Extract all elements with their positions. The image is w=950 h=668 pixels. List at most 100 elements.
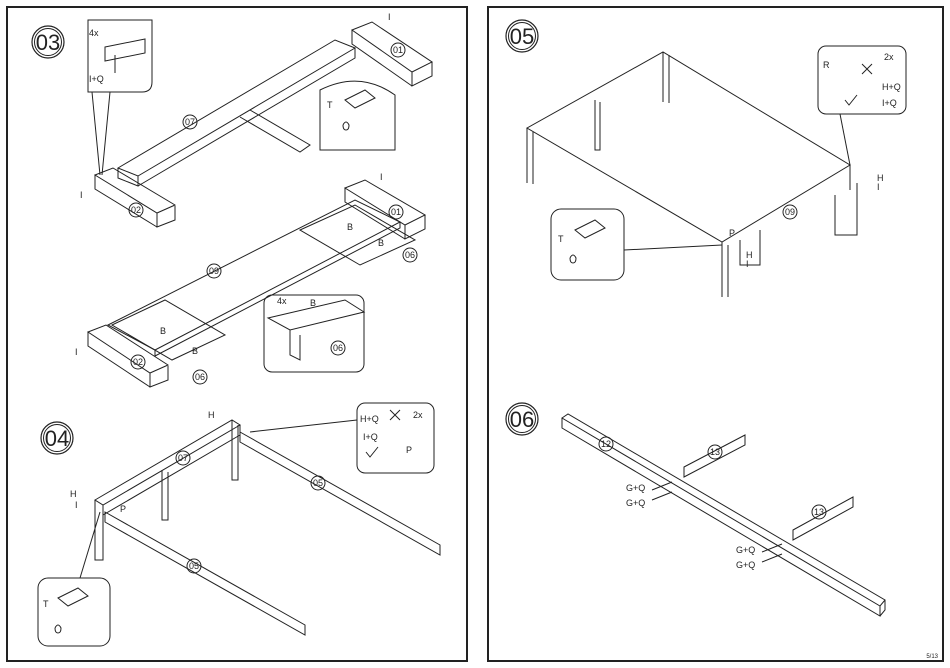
- part-badge-02: [128, 202, 144, 218]
- svg-text:G+Q: G+Q: [736, 560, 755, 570]
- svg-text:02: 02: [131, 205, 141, 215]
- slat-13-a: [683, 434, 746, 478]
- hardware-label: I: [80, 190, 83, 200]
- svg-text:I: I: [380, 172, 383, 182]
- frame-legs: [526, 52, 851, 297]
- hardware-label: I: [388, 12, 391, 22]
- panel-06-a: [298, 204, 417, 266]
- step-panel-left: [6, 6, 468, 662]
- part-badge-07: [175, 450, 191, 466]
- hand-icon: [344, 89, 376, 109]
- step-05: 05 09 H I H I P 2x R H+Q I+Q T: [505, 19, 907, 297]
- tool-label: T: [327, 100, 333, 110]
- step-04: 04 07 05 05 H H I P 2x H+Q I+Q P T: [37, 402, 441, 647]
- part-badge-07: [182, 114, 198, 130]
- part-badge-01: [390, 42, 406, 58]
- leg-01: [350, 21, 433, 87]
- svg-text:09: 09: [785, 207, 795, 217]
- svg-text:G+Q: G+Q: [736, 545, 755, 555]
- detail-callout-box: [817, 45, 907, 115]
- svg-text:05: 05: [313, 478, 323, 488]
- svg-text:G+Q: G+Q: [626, 483, 645, 493]
- svg-text:B: B: [192, 346, 198, 356]
- slat-13-b: [792, 496, 854, 541]
- svg-text:06: 06: [195, 372, 205, 382]
- leg-02-b: [86, 324, 170, 388]
- tool-callout: [550, 208, 625, 281]
- svg-text:T: T: [558, 234, 564, 244]
- svg-text:06: 06: [405, 250, 415, 260]
- part-badge-12: [598, 436, 614, 452]
- svg-text:I+Q: I+Q: [363, 432, 378, 442]
- part-badge-01: [388, 204, 404, 220]
- rail-12: [561, 413, 886, 617]
- leg: [231, 420, 239, 481]
- svg-text:09: 09: [209, 266, 219, 276]
- quantity-label: 4x: [89, 28, 99, 38]
- detail-callout-box: [356, 402, 435, 474]
- leg: [94, 500, 104, 561]
- drop-icon: [54, 624, 62, 634]
- svg-text:H: H: [208, 410, 215, 420]
- svg-text:I: I: [75, 500, 78, 510]
- part-badge-02: [130, 354, 146, 370]
- rail-07: [116, 39, 357, 187]
- step-05-badge: [505, 19, 539, 53]
- svg-text:01: 01: [391, 207, 401, 217]
- svg-text:T: T: [43, 599, 49, 609]
- hardware-label: I+Q: [89, 74, 104, 84]
- svg-text:H+Q: H+Q: [360, 414, 379, 424]
- svg-text:2x: 2x: [884, 52, 894, 62]
- svg-text:07: 07: [185, 117, 195, 127]
- svg-text:R: R: [823, 60, 830, 70]
- svg-text:13: 13: [710, 447, 720, 457]
- svg-text:07: 07: [178, 453, 188, 463]
- svg-text:I: I: [75, 347, 78, 357]
- svg-text:B: B: [160, 326, 166, 336]
- part-badge-06: [192, 369, 208, 385]
- step-03-number: 03: [36, 30, 60, 55]
- svg-text:H: H: [746, 250, 753, 260]
- leg-01-b: [343, 179, 427, 240]
- svg-text:2x: 2x: [413, 410, 423, 420]
- step-06-badge: [505, 402, 539, 436]
- svg-text:4x: 4x: [277, 296, 287, 306]
- part-badge-05: [310, 475, 326, 491]
- part-badge-06: [330, 340, 346, 356]
- part-badge-05: [186, 558, 202, 574]
- cross-icon: [389, 409, 401, 421]
- drop-icon: [569, 254, 577, 264]
- part-badge-06: [402, 247, 418, 263]
- step-05-number: 05: [510, 24, 534, 49]
- svg-text:H: H: [70, 489, 77, 499]
- part-badge-09: [782, 204, 798, 220]
- svg-text:01: 01: [393, 45, 403, 55]
- step-panel-right: [487, 6, 944, 662]
- svg-text:P: P: [729, 228, 735, 238]
- leg-02: [93, 167, 177, 228]
- svg-text:06: 06: [333, 343, 343, 353]
- detail-callout-box: [263, 294, 365, 373]
- screw-icon: [651, 481, 783, 563]
- check-icon: [844, 94, 858, 106]
- tool-callout: [37, 577, 111, 647]
- rail-05-a: [239, 431, 441, 556]
- part-badge-13: [707, 444, 723, 460]
- svg-text:H: H: [877, 173, 884, 183]
- step-04-badge: [40, 421, 74, 455]
- svg-text:P: P: [406, 445, 412, 455]
- step-06: 06 12 13 13 G+Q G+Q G+Q G+Q: [505, 402, 886, 617]
- hand-icon: [574, 219, 606, 239]
- svg-text:B: B: [347, 222, 353, 232]
- part-badge-09: [206, 263, 222, 279]
- tool-callout: [319, 80, 396, 151]
- bed-frame-top: [525, 51, 851, 243]
- check-icon: [365, 446, 379, 458]
- drop-icon: [342, 121, 350, 131]
- svg-text:P: P: [120, 504, 126, 514]
- svg-text:I: I: [746, 259, 749, 269]
- cross-icon: [861, 63, 873, 75]
- svg-text:05: 05: [189, 561, 199, 571]
- svg-text:13: 13: [814, 507, 824, 517]
